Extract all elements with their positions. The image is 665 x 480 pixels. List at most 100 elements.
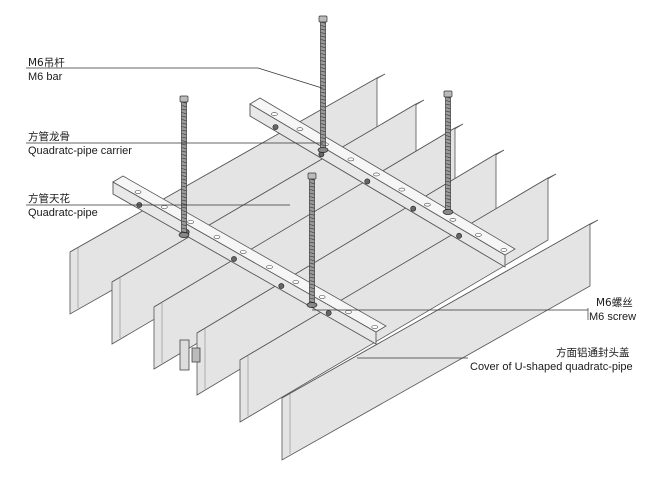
carrier-hole: [500, 248, 508, 252]
carrier-hole: [371, 325, 379, 329]
rod-thread: [320, 56, 326, 59]
rod-thread: [309, 189, 315, 191]
rod-thread: [181, 171, 187, 174]
m6-bar: [178, 95, 190, 238]
rod-thread: [320, 39, 326, 41]
rod-thread: [320, 109, 326, 111]
rod-thread: [181, 140, 187, 142]
rod-thread: [309, 259, 315, 261]
quadratc-pipe-carrier: [249, 97, 516, 268]
rod-thread: [181, 189, 187, 191]
carrier-hole: [271, 112, 278, 116]
rod-thread: [320, 119, 326, 122]
rod-thread: [320, 46, 326, 48]
rod-thread: [309, 283, 315, 286]
rod-thread: [181, 161, 187, 163]
rod-thread: [309, 269, 315, 272]
carrier-hole: [161, 205, 168, 209]
rod-thread: [320, 81, 326, 83]
carrier-hole: [213, 235, 221, 239]
rod-thread: [445, 103, 451, 106]
rod-thread: [445, 128, 451, 130]
rod-thread: [309, 217, 315, 219]
rod-nut: [306, 302, 318, 308]
m6-screw: [364, 178, 371, 185]
rod-thread: [445, 201, 451, 204]
rod-thread: [181, 119, 187, 121]
rod-thread: [320, 130, 326, 132]
rod-thread: [181, 157, 187, 160]
rod-thread: [445, 149, 451, 151]
rod-thread: [181, 224, 187, 226]
rod-body: [309, 174, 315, 306]
rod-thread: [320, 28, 326, 31]
rod-thread: [320, 144, 326, 146]
rod-thread: [445, 110, 451, 113]
rod-thread: [181, 150, 187, 153]
rod-nut: [317, 147, 329, 153]
rod-thread: [309, 245, 315, 247]
rod-thread: [320, 63, 326, 66]
rod-thread: [320, 123, 326, 125]
rod-thread: [445, 191, 451, 193]
rod-thread: [181, 217, 187, 219]
u-pipe-end-cover: [179, 339, 201, 371]
cover-label-zh: 方面铝通封头盖: [556, 347, 630, 359]
rod-thread: [309, 196, 315, 198]
rod-thread: [309, 273, 315, 275]
rod-thread: [445, 194, 451, 197]
carrier-hole: [266, 265, 273, 269]
rod-thread: [181, 210, 187, 212]
rod-thread: [181, 164, 187, 167]
rod-thread: [309, 199, 315, 202]
rod-thread: [181, 199, 187, 202]
rod-thread: [320, 49, 326, 52]
rod-thread: [181, 133, 187, 135]
screw-label-zh: M6螺丝: [596, 297, 633, 309]
rod-thread: [445, 138, 451, 141]
rod-thread: [320, 77, 326, 80]
rod-thread: [445, 107, 451, 109]
pipe-label-zh: 方管天花: [28, 193, 70, 205]
rod-thread: [309, 297, 315, 300]
rod-thread: [445, 170, 451, 172]
rod-thread: [320, 32, 326, 34]
carrier-flange: [249, 97, 516, 256]
rod-thread: [320, 102, 326, 104]
rod-thread: [181, 147, 187, 149]
rod-thread: [445, 159, 451, 162]
rod-nut: [442, 209, 454, 215]
end-cover-tab: [191, 347, 201, 363]
rod-thread: [320, 137, 326, 139]
carrier-hole: [398, 187, 406, 192]
rod-thread: [320, 74, 326, 76]
rod-thread: [309, 241, 315, 244]
m6-bar-label-zh: M6吊杆: [28, 57, 65, 69]
rod-thread: [181, 129, 187, 132]
m6-screw: [231, 256, 237, 262]
rod-thread: [445, 163, 451, 165]
rod-cap: [318, 15, 328, 23]
m6-bar-label-en: M6 bar: [28, 71, 63, 83]
carrier-hole: [347, 157, 355, 162]
rod-thread: [320, 84, 326, 87]
rod-thread: [309, 213, 315, 216]
carrier-hole: [373, 172, 380, 177]
m6-bar: [442, 90, 454, 215]
rod-thread: [309, 287, 315, 289]
rod-thread: [309, 290, 315, 293]
rod-thread: [181, 108, 187, 111]
rod-thread: [309, 238, 315, 240]
cover-label-en: Cover of U-shaped quadratc-pipe: [470, 361, 633, 373]
rod-thread: [445, 173, 451, 176]
rod-thread: [445, 205, 451, 207]
rod-thread: [181, 213, 187, 216]
rod-thread: [445, 131, 451, 134]
rod-thread: [320, 98, 326, 101]
rod-thread: [445, 184, 451, 186]
rod-thread: [181, 168, 187, 170]
rod-body: [320, 17, 326, 151]
end-cover-body: [179, 339, 190, 371]
